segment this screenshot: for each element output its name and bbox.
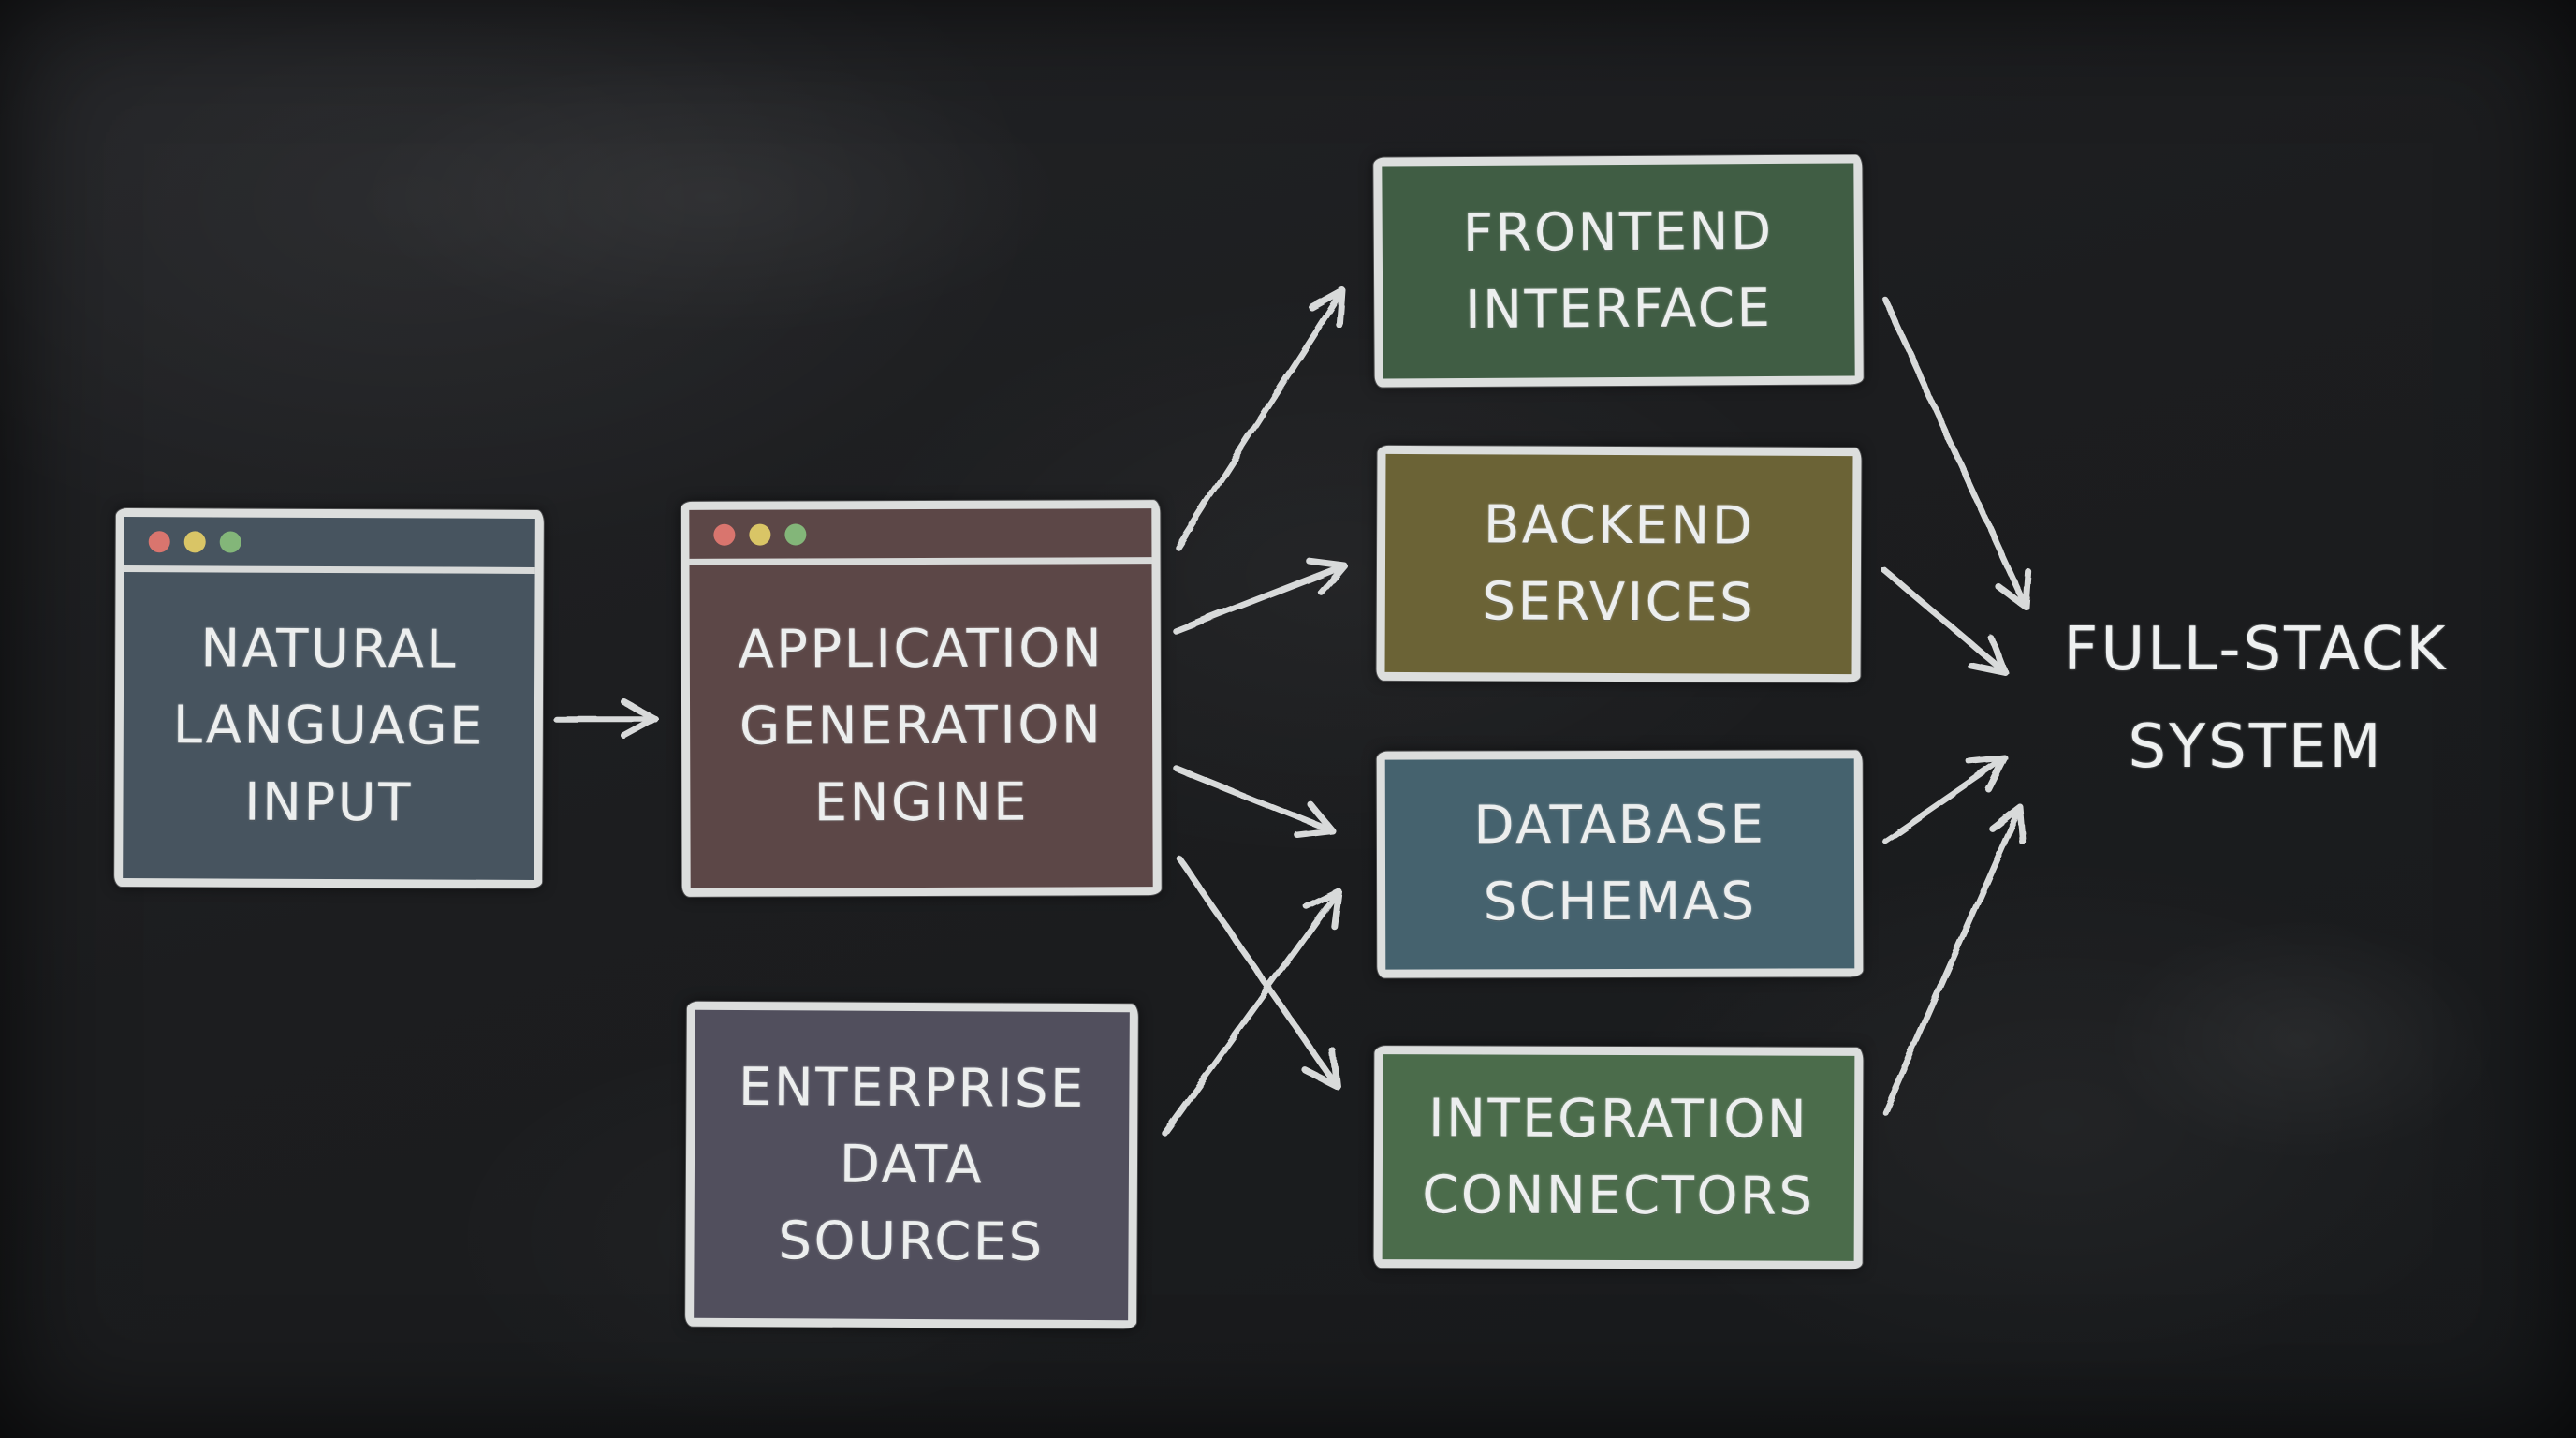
window-titlebar — [124, 517, 535, 574]
window-maximize-icon — [784, 522, 807, 546]
node-label: FRONTEND INTERFACE — [1462, 200, 1774, 341]
edge-engine-to-database-arrow — [1174, 766, 1337, 840]
edge-engine-to-backend-arrow — [1172, 557, 1348, 635]
window-titlebar — [689, 508, 1152, 565]
window-close-icon — [713, 523, 736, 546]
node-label: NATURAL LANGUAGE INPUT — [172, 617, 486, 833]
edge-frontend-to-fullstack-arrow — [1881, 296, 2032, 610]
edge-engine-to-frontend-arrow — [1174, 286, 1346, 550]
edge-engine-to-integration-arrow — [1176, 855, 1340, 1090]
window-minimize-icon — [183, 530, 206, 552]
node-label: DATABASE SCHEMAS — [1473, 794, 1766, 933]
node-label: APPLICATION GENERATION ENGINE — [738, 617, 1105, 833]
node-frontend-interface: FRONTEND INTERFACE — [1373, 154, 1864, 388]
node-database-schemas: DATABASE SCHEMAS — [1376, 750, 1864, 978]
node-label: BACKEND SERVICES — [1482, 493, 1756, 634]
node-backend-services: BACKEND SERVICES — [1376, 445, 1862, 683]
node-application-generation-engine: APPLICATION GENERATION ENGINE — [681, 500, 1162, 897]
window-minimize-icon — [749, 523, 771, 546]
node-label: ENTERPRISE DATA SOURCES — [738, 1056, 1087, 1273]
edge-integration-to-fullstack-arrow — [1881, 803, 2027, 1116]
node-label: INTEGRATION CONNECTORS — [1422, 1087, 1815, 1227]
edge-database-to-fullstack-arrow — [1881, 755, 2009, 844]
edge-backend-to-fullstack-arrow — [1881, 567, 2009, 676]
node-integration-connectors: INTEGRATION CONNECTORS — [1373, 1046, 1864, 1269]
node-full-stack-system: FULL-STACK SYSTEM — [2063, 615, 2449, 782]
window-maximize-icon — [219, 530, 242, 553]
window-close-icon — [148, 530, 170, 552]
edge-enterprise-to-database-arrow — [1161, 888, 1342, 1137]
node-enterprise-data-sources: ENTERPRISE DATA SOURCES — [685, 1001, 1138, 1329]
node-natural-language-input: NATURAL LANGUAGE INPUT — [114, 508, 544, 888]
